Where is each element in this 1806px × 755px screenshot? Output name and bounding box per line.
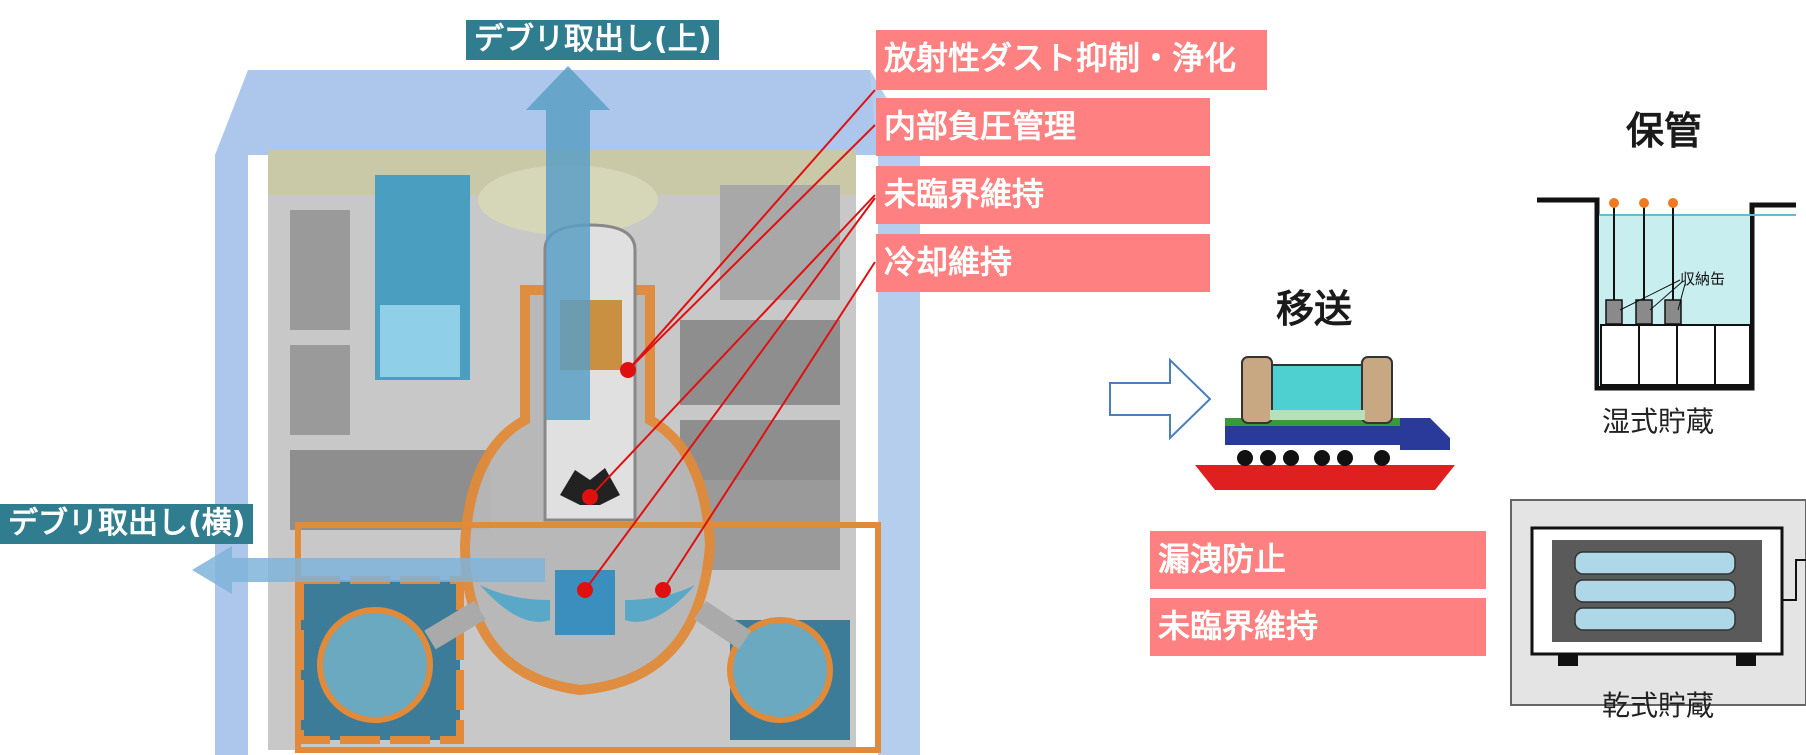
dry-cask-foot bbox=[1558, 654, 1578, 666]
marker-debris bbox=[582, 489, 598, 505]
dry-storage-caption: 乾式貯蔵 bbox=[1602, 689, 1715, 722]
room-right-2 bbox=[680, 320, 840, 405]
lower-enclosure bbox=[295, 522, 881, 753]
storage-heading: 保管 bbox=[1626, 109, 1703, 153]
requirement-cooling: 冷却維持 bbox=[876, 234, 1210, 292]
cask-end-left bbox=[1241, 356, 1273, 424]
leader-line-cooling bbox=[662, 261, 876, 591]
canister-label: 収納缶 bbox=[1680, 270, 1726, 288]
wheel bbox=[1337, 450, 1353, 466]
pedestal-water bbox=[555, 570, 615, 635]
cask-body bbox=[1259, 364, 1376, 416]
fuel-racks bbox=[380, 305, 460, 377]
cask-saddle bbox=[1270, 410, 1365, 420]
room-left-3 bbox=[290, 450, 490, 530]
room-left-2 bbox=[290, 345, 350, 435]
leader-line-subcritical-2 bbox=[584, 197, 876, 591]
torus-left bbox=[317, 607, 433, 723]
torus-right bbox=[727, 617, 833, 723]
crane-hook bbox=[1668, 198, 1678, 208]
canister-leader bbox=[1649, 281, 1683, 311]
debris bbox=[560, 468, 620, 505]
crane-hook bbox=[1639, 198, 1649, 208]
truck-cab bbox=[1400, 418, 1450, 450]
canister-leader bbox=[1619, 279, 1681, 311]
dry-canister bbox=[1574, 607, 1736, 631]
truck-bed-green bbox=[1225, 418, 1400, 426]
storage-rack bbox=[1638, 324, 1678, 386]
canister bbox=[1605, 299, 1623, 325]
leader-line-pressure bbox=[627, 124, 876, 371]
requirement-subcriticality: 未臨界維持 bbox=[876, 166, 1210, 224]
marker-pedestal-water bbox=[577, 582, 593, 598]
storage-rack bbox=[1676, 324, 1716, 386]
dry-canister bbox=[1574, 551, 1736, 575]
wheel bbox=[1260, 450, 1276, 466]
truck-bed bbox=[1225, 425, 1400, 445]
transfer-requirement-leak: 漏洩防止 bbox=[1150, 531, 1486, 589]
canister bbox=[1664, 299, 1682, 325]
room-left-1 bbox=[290, 210, 350, 330]
wet-pool-wall bbox=[1537, 197, 1796, 391]
torus-water-right bbox=[625, 585, 695, 622]
canister bbox=[1635, 299, 1653, 325]
extraction-arrow-up bbox=[526, 66, 610, 420]
enclosure-left-side bbox=[215, 70, 248, 755]
requirement-dust-control: 放射性ダスト抑制・浄化 bbox=[876, 30, 1267, 90]
dry-cask-vent bbox=[1782, 559, 1806, 601]
dry-canister bbox=[1574, 579, 1736, 603]
crane-hook bbox=[1609, 198, 1619, 208]
truck-platform bbox=[1195, 465, 1455, 490]
marker-torus-water bbox=[655, 582, 671, 598]
leader-line-subcritical-1 bbox=[589, 194, 876, 498]
cask-end-right bbox=[1361, 356, 1393, 424]
wheel bbox=[1283, 450, 1299, 466]
storage-rack bbox=[1714, 324, 1751, 386]
wheel bbox=[1374, 450, 1390, 466]
extraction-arrow-side bbox=[192, 546, 545, 594]
transfer-arrow bbox=[1109, 357, 1212, 441]
extraction-top-label: デブリ取出し(上) bbox=[466, 20, 720, 60]
requirement-negative-pressure: 内部負圧管理 bbox=[876, 98, 1210, 156]
wheel bbox=[1314, 450, 1330, 466]
vent-pipe-right bbox=[693, 600, 752, 650]
wet-storage-caption: 湿式貯蔵 bbox=[1602, 405, 1715, 438]
leader-line-dust bbox=[627, 89, 876, 371]
wheel bbox=[1237, 450, 1253, 466]
marker-upper-vessel bbox=[620, 362, 636, 378]
transfer-heading: 移送 bbox=[1276, 287, 1353, 331]
extraction-side-label: デブリ取出し(横) bbox=[0, 504, 254, 544]
torus-water bbox=[480, 585, 550, 622]
room-right-1 bbox=[720, 185, 840, 300]
storage-rack bbox=[1600, 324, 1640, 386]
dry-cask-foot bbox=[1736, 654, 1756, 666]
transfer-requirement-subcriticality: 未臨界維持 bbox=[1150, 598, 1486, 656]
canister-leader bbox=[1677, 283, 1686, 311]
vent-pipe-left bbox=[424, 600, 486, 650]
